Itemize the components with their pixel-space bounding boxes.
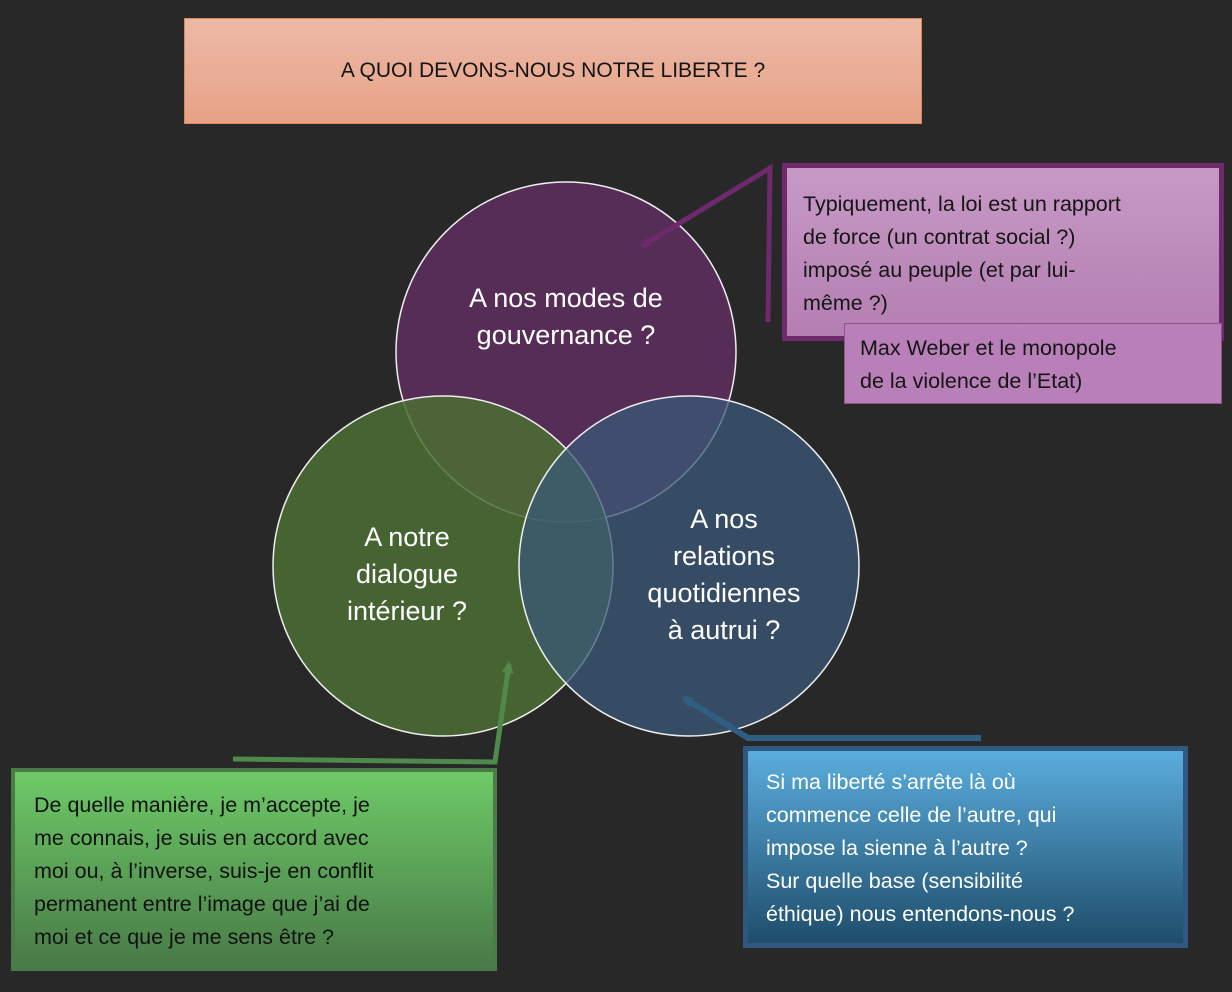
page-title: A QUOI DEVONS-NOUS NOTRE LIBERTE ? — [340, 59, 766, 82]
connector-inner-dialogue — [232, 661, 514, 765]
daily-relations-label: A nos relations quotidiennes à autrui ? — [647, 504, 801, 645]
note-law: Typiquement, la loi est un rapport de fo… — [782, 163, 1224, 341]
note-weber: Max Weber et le monopole de la violence … — [844, 323, 1222, 404]
connector-daily-relations — [681, 695, 981, 741]
connector-governance — [640, 163, 773, 323]
governance-label: A nos modes de gouvernance ? — [469, 283, 663, 350]
note-inner-dialogue: De quelle manière, je m’accepte, je me c… — [11, 768, 497, 971]
title-box: A QUOI DEVONS-NOUS NOTRE LIBERTE ? — [184, 18, 922, 124]
note-daily-relations: Si ma liberté s’arrête là où commence ce… — [743, 746, 1188, 948]
circle-daily-relations — [518, 395, 860, 737]
inner-dialogue-label: A notre dialogue intérieur ? — [346, 522, 468, 626]
